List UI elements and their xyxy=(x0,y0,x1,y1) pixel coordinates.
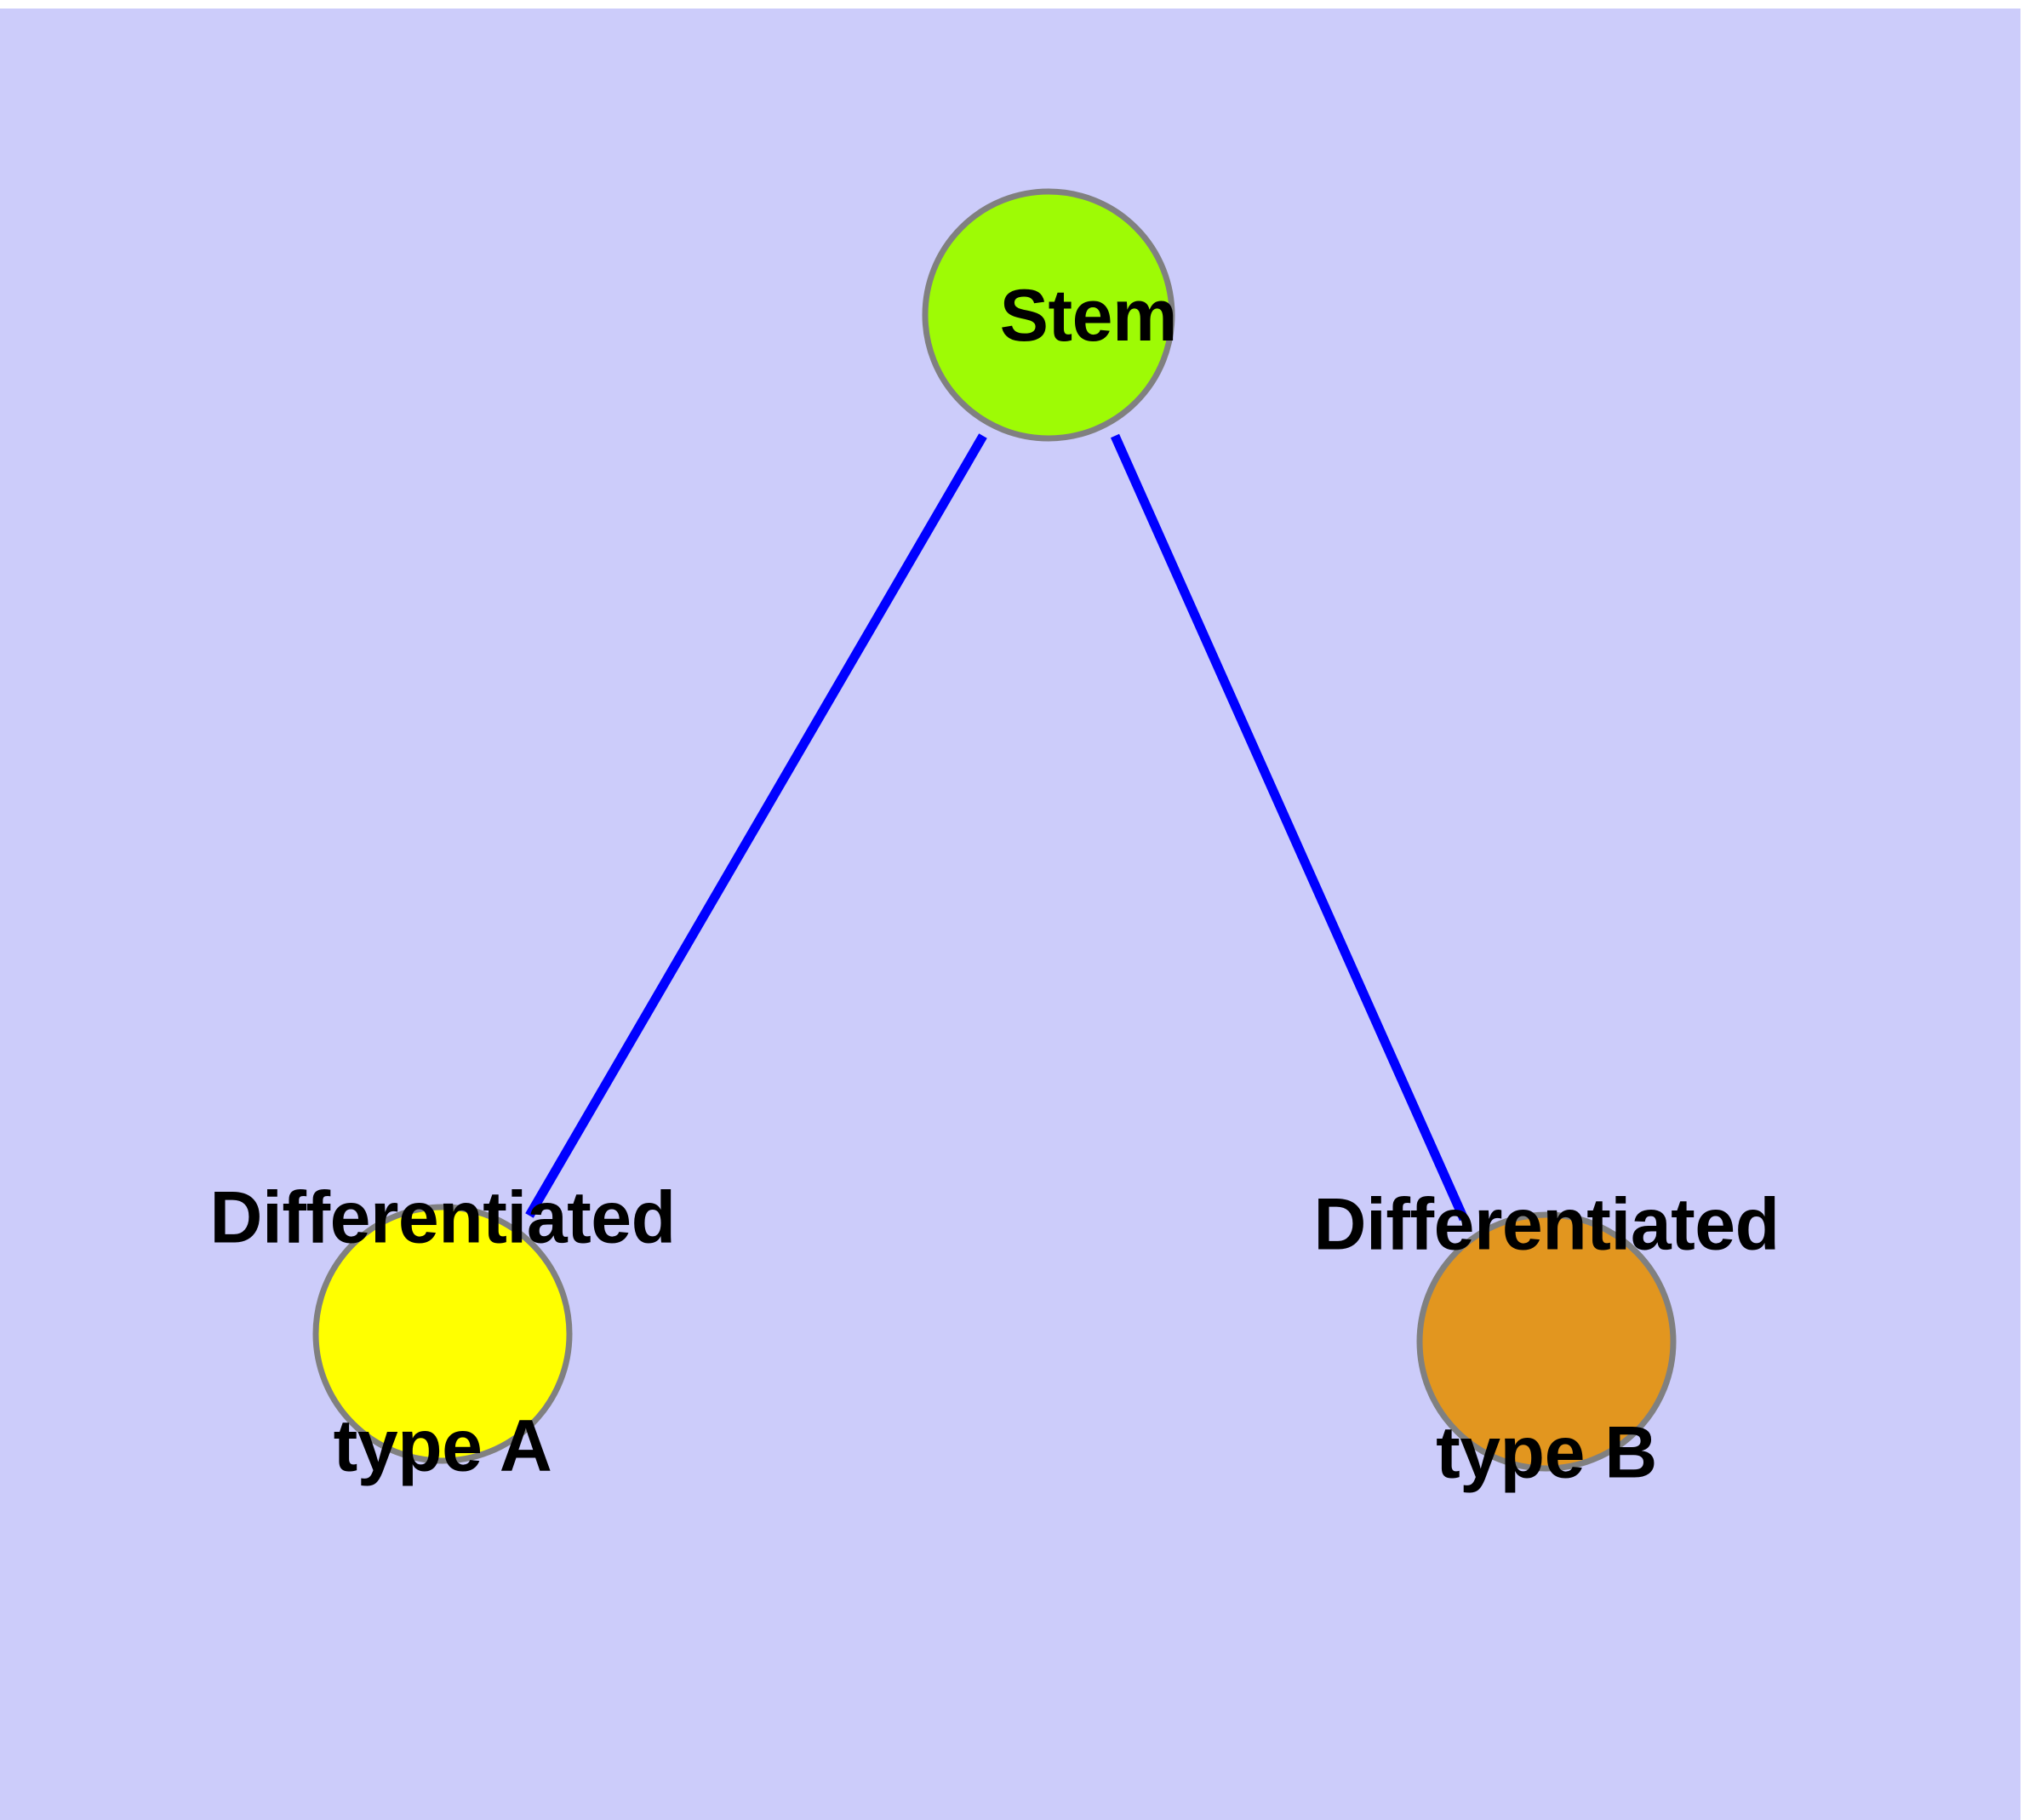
node-stem[interactable] xyxy=(922,188,1175,442)
node-group xyxy=(312,188,1677,1472)
edge-stem-to-type-b[interactable] xyxy=(1110,433,1469,1222)
edge-stem-to-type-a[interactable] xyxy=(525,433,987,1218)
node-differentiated-type-b[interactable] xyxy=(1416,1211,1677,1472)
edge-group xyxy=(525,433,1469,1222)
node-differentiated-type-a[interactable] xyxy=(312,1204,573,1464)
